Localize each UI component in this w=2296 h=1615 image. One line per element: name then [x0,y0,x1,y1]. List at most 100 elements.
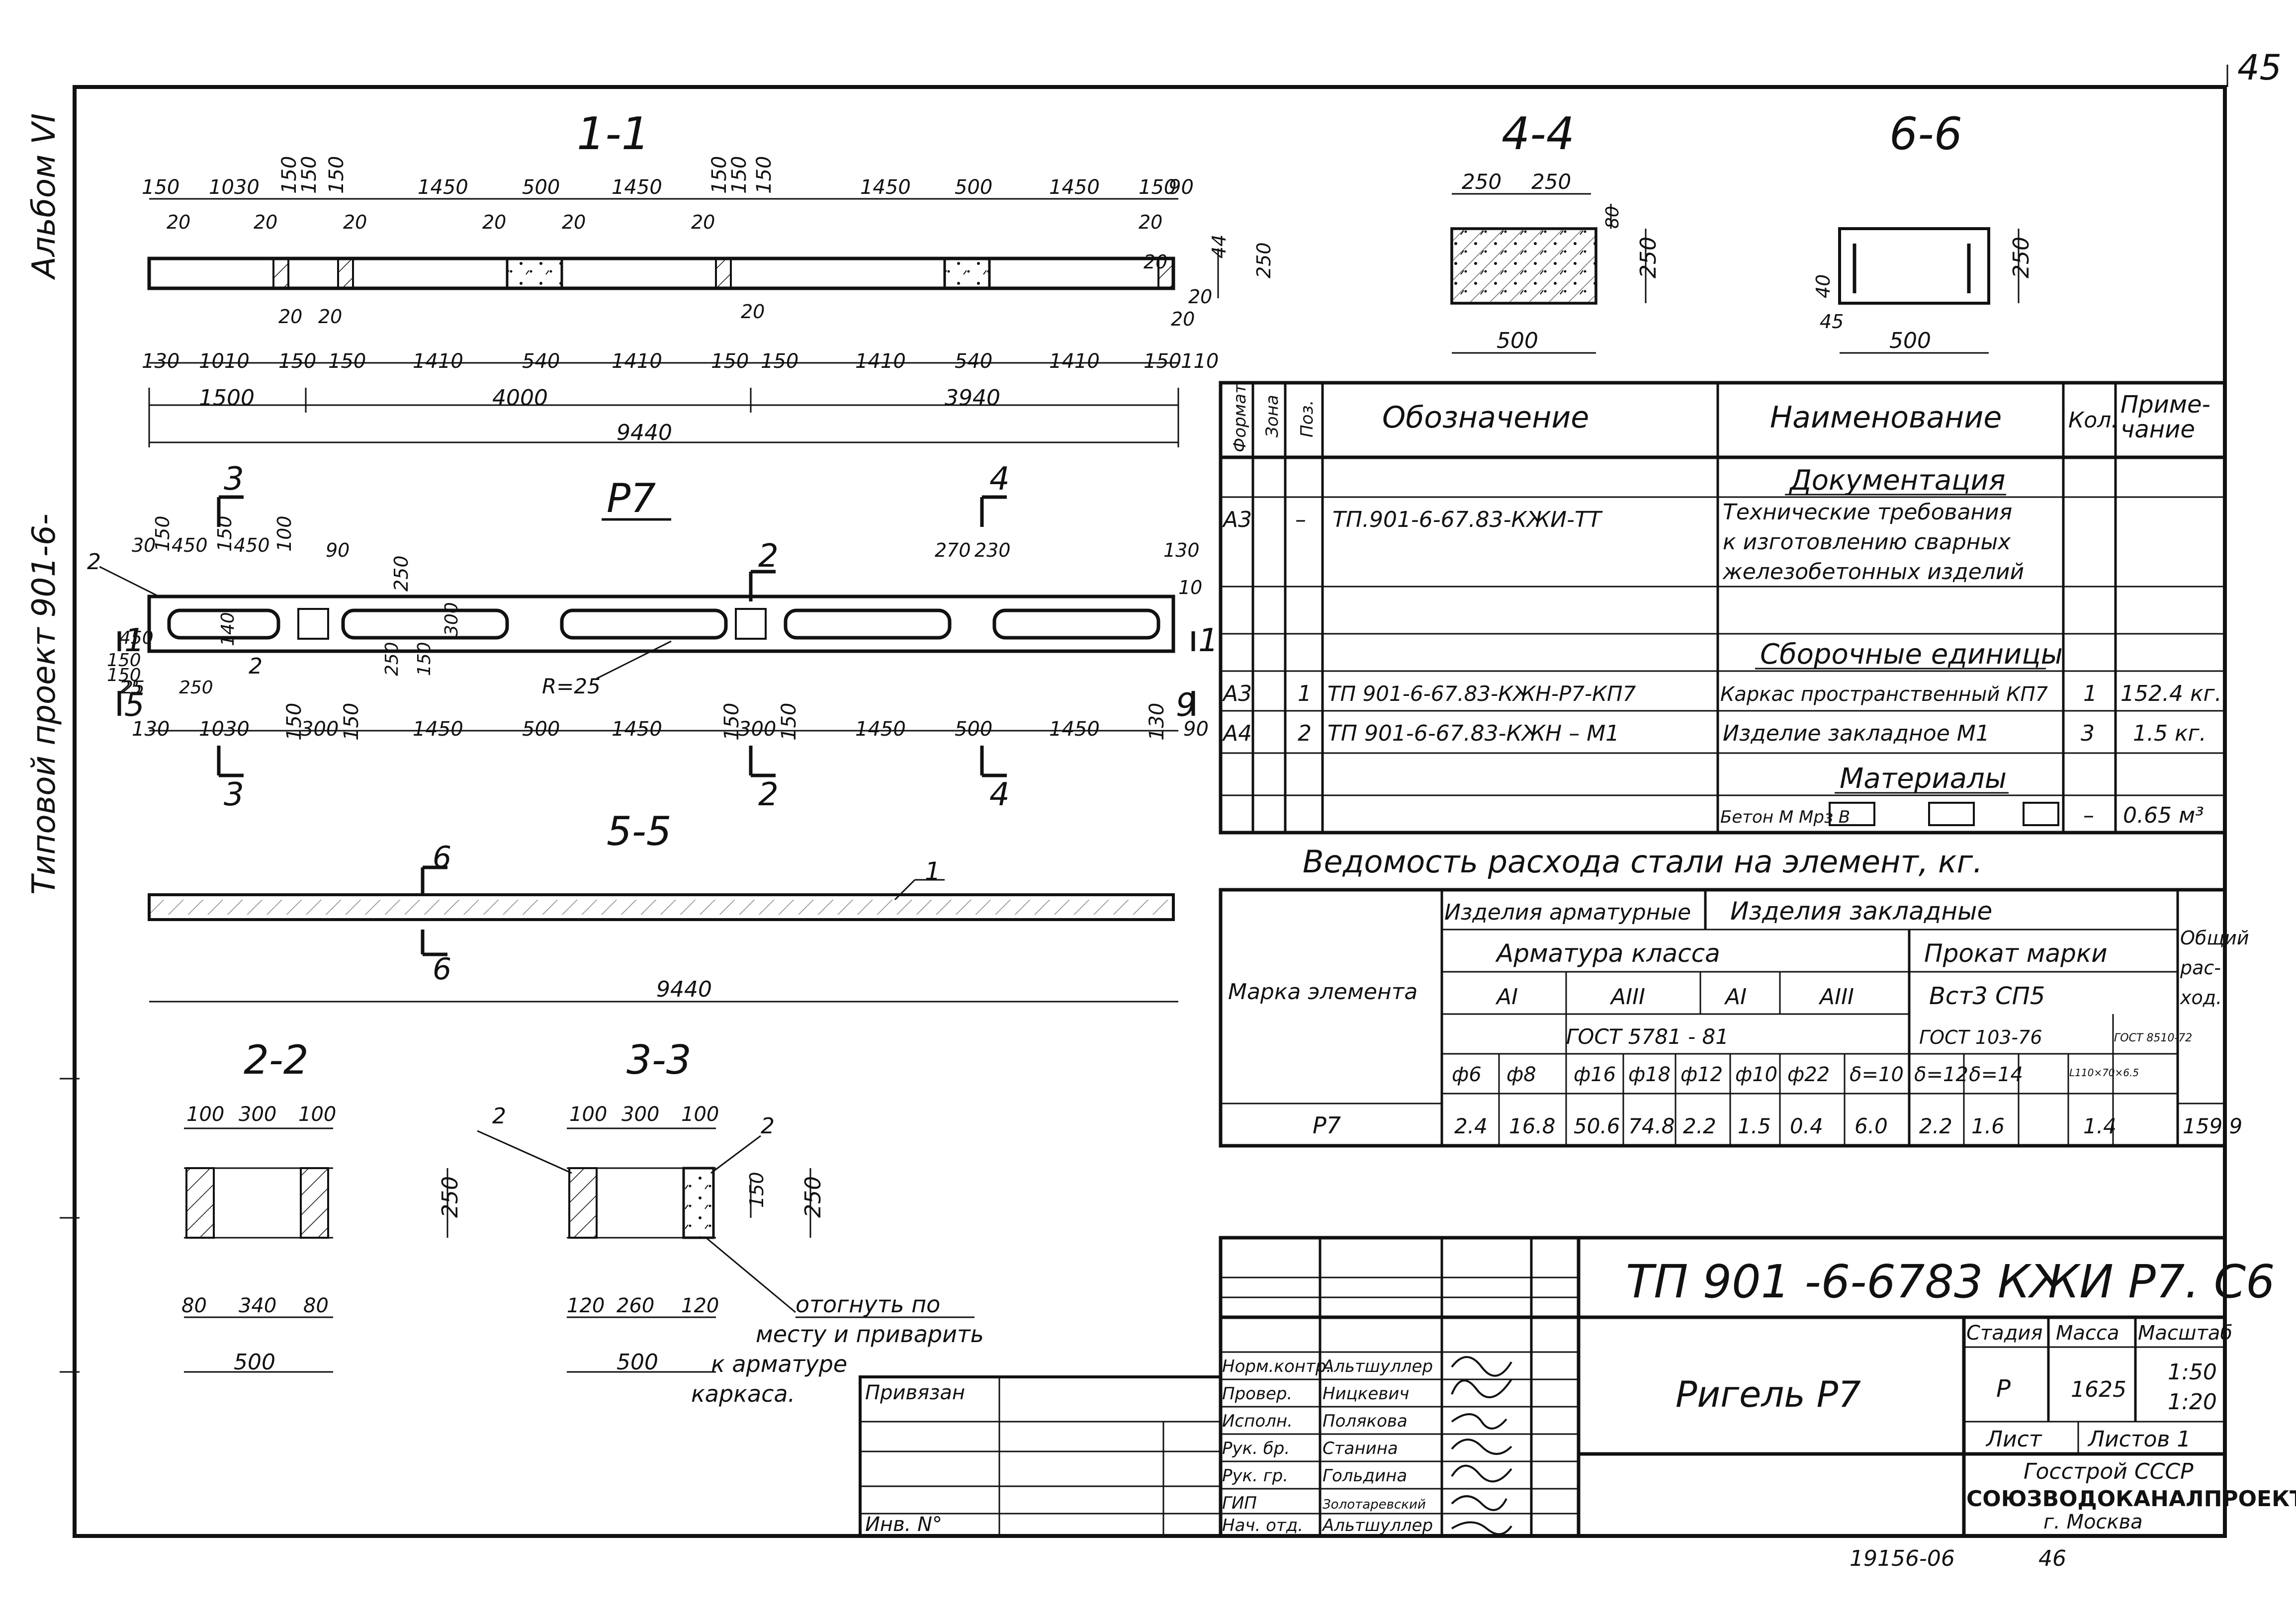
svg-text:300: 300 [239,1103,276,1126]
svg-text:2: 2 [761,1113,775,1139]
project-label: Типовой проект 901-6- [26,513,63,895]
section-6-6: 6-6 250 40 45 500 [1812,108,2034,354]
svg-text:4-4: 4-4 [1501,108,1575,160]
svg-text:Поз.: Поз. [1297,400,1317,437]
svg-text:2: 2 [87,549,101,575]
svg-text:1450: 1450 [413,718,463,741]
svg-text:ТП 901-6-67.83-КЖН – М1: ТП 901-6-67.83-КЖН – М1 [1327,721,1619,746]
svg-text:1:50: 1:50 [2168,1360,2217,1385]
svg-text:ф8: ф8 [1506,1063,1536,1086]
section-3-3: 3-3 100 300 100 2 2 150 250 120 260 120 … [477,1037,826,1375]
svg-text:Госстрой СССР: Госстрой СССР [2024,1459,2194,1484]
svg-text:Станина: Станина [1323,1439,1398,1458]
svg-text:3: 3 [224,776,244,813]
svg-text:Золотаревский: Золотаревский [1323,1497,1426,1512]
svg-text:20: 20 [254,211,277,233]
svg-text:Технические требования: Технические требования [1723,500,2012,525]
svg-text:500: 500 [955,176,992,199]
svg-text:150: 150 [107,650,141,671]
svg-text:250: 250 [2009,237,2034,278]
svg-text:150: 150 [753,156,776,194]
svg-text:20: 20 [167,211,190,233]
section-2-2: 2-2 100 300 100 250 80 340 80 500 [181,1037,463,1375]
svg-text:ход.: ход. [2180,987,2222,1009]
svg-text:6-6: 6-6 [1889,108,1962,160]
svg-text:Гольдина: Гольдина [1323,1466,1407,1486]
svg-text:Стадия: Стадия [1966,1322,2042,1345]
svg-text:Масштаб: Масштаб [2138,1322,2232,1345]
svg-text:20: 20 [1188,286,1212,308]
section-1-1: 1-1 150 1030 150 150 150 1450 500 1450 1… [142,108,1275,447]
svg-text:20: 20 [741,301,765,323]
svg-text:Рук. гр.: Рук. гр. [1222,1466,1288,1486]
svg-text:Полякова: Полякова [1323,1411,1408,1431]
svg-text:150: 150 [761,350,798,373]
archive-page: 46 [2038,1546,2066,1571]
svg-text:130: 130 [1163,539,1200,561]
steel-consumption-table: Ведомость расхода стали на элемент, кг. … [1219,844,2249,1148]
svg-text:2: 2 [249,654,263,679]
svg-text:ф22: ф22 [1787,1063,1830,1086]
svg-text:Ригель Р7: Ригель Р7 [1676,1373,1861,1415]
svg-text:–: – [1295,507,1306,532]
svg-text:150: 150 [214,515,236,552]
svg-text:Изделия закладные: Изделия закладные [1730,897,1992,926]
svg-text:3: 3 [2081,721,2095,746]
plan-inner-dims: 450 250 300 150 25 250 140 [119,602,462,698]
svg-text:450: 450 [119,628,154,648]
svg-text:4000: 4000 [492,385,548,411]
svg-text:ф18: ф18 [1628,1063,1671,1086]
svg-text:δ=10: δ=10 [1850,1063,1904,1086]
svg-text:150: 150 [278,156,301,194]
plan-bottom-dims: 130 1030 150 300 150 1450 500 1450 150 3… [132,703,1209,741]
signature-marks [1451,1356,1512,1535]
svg-text:2.4: 2.4 [1454,1114,1488,1138]
svg-text:25: 25 [122,678,145,698]
svg-text:каркаса.: каркаса. [691,1380,795,1407]
svg-text:450: 450 [234,534,270,556]
svg-text:250: 250 [1253,242,1275,278]
svg-text:1410: 1410 [413,350,463,373]
svg-text:44: 44 [1208,235,1230,258]
svg-text:20: 20 [482,211,506,233]
svg-text:Листов 1: Листов 1 [2087,1427,2191,1452]
svg-text:100: 100 [186,1103,224,1126]
svg-text:Масса: Масса [2056,1322,2119,1345]
svg-text:500: 500 [1497,328,1538,353]
section-1-1-title: 1-1 [577,108,650,160]
svg-text:2: 2 [758,538,779,575]
svg-text:ТП 901 -6-6783 КЖИ Р7. С6: ТП 901 -6-6783 КЖИ Р7. С6 [1626,1255,2275,1308]
svg-text:1450: 1450 [418,176,468,199]
svg-text:80: 80 [1602,206,1623,229]
svg-text:ГОСТ 103-76: ГОСТ 103-76 [1919,1026,2042,1048]
svg-text:Прокат марки: Прокат марки [1924,939,2108,968]
svg-text:1: 1 [1298,681,1312,706]
svg-text:1450: 1450 [1049,718,1100,741]
svg-text:159.9: 159.9 [2183,1114,2242,1138]
svg-text:1:20: 1:20 [2168,1389,2217,1415]
svg-text:150: 150 [720,703,743,741]
svg-text:1625: 1625 [2071,1377,2126,1402]
svg-text:Формат: Формат [1230,383,1250,452]
svg-text:Документация: Документация [1788,464,2005,497]
svg-text:300: 300 [301,718,339,741]
svg-text:150: 150 [325,156,348,194]
svg-text:9440: 9440 [656,977,712,1002]
svg-text:1010: 1010 [199,350,250,373]
svg-text:А3: А3 [1222,507,1252,532]
svg-text:1.4: 1.4 [2083,1114,2117,1138]
svg-text:152.4 кг.: 152.4 кг. [2120,681,2222,706]
svg-text:δ=14: δ=14 [1969,1063,2023,1086]
svg-text:1450: 1450 [612,718,662,741]
svg-text:Альтшуллер: Альтшуллер [1322,1516,1433,1535]
svg-text:300: 300 [442,602,462,636]
section-1-1-top-dims: 150 1030 150 150 150 1450 500 1450 150 1… [142,156,1194,199]
svg-text:Изделия арматурные: Изделия арматурные [1444,900,1691,925]
svg-text:1.6: 1.6 [1971,1114,2005,1138]
svg-text:2.2: 2.2 [1919,1114,1952,1138]
svg-text:ТП.901-6-67.83-КЖИ-ТТ: ТП.901-6-67.83-КЖИ-ТТ [1332,507,1603,532]
svg-text:500: 500 [617,1350,658,1375]
svg-text:80: 80 [181,1294,207,1317]
svg-text:270: 270 [935,539,971,561]
svg-text:Сборочные единицы: Сборочные единицы [1760,638,2063,671]
